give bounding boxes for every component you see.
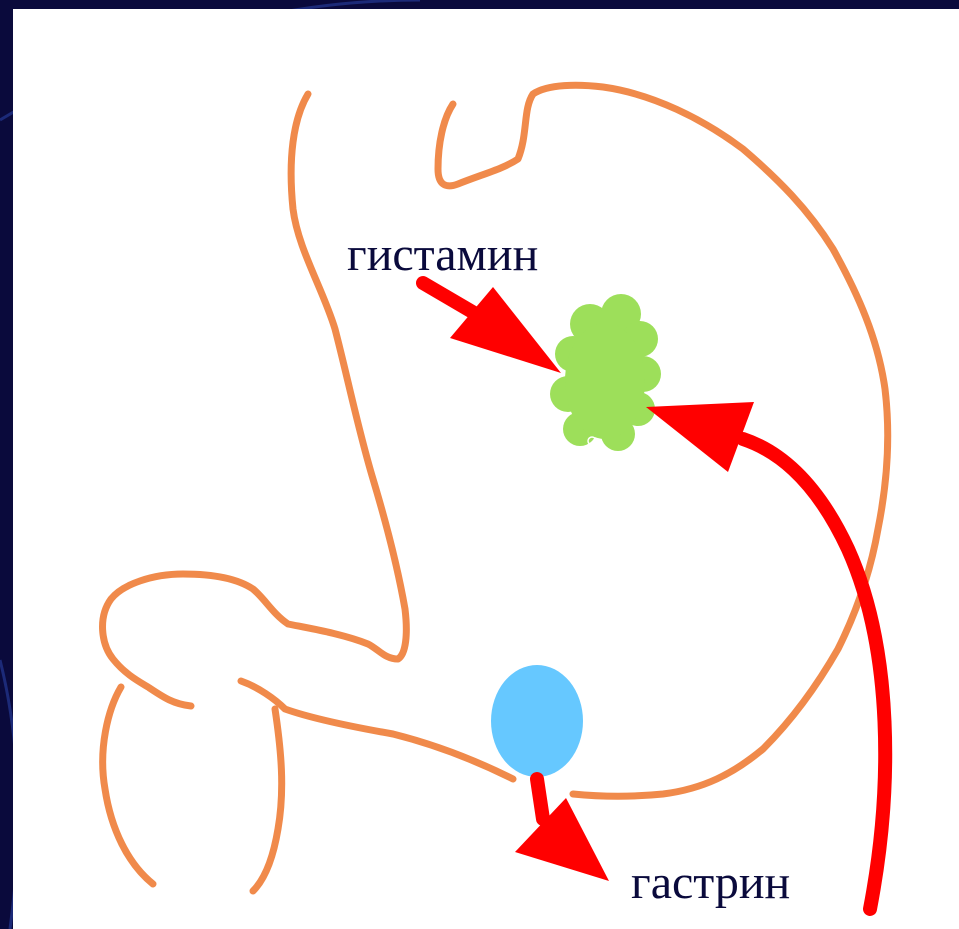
g-cell: [491, 665, 583, 777]
histamine-arrow: [423, 283, 561, 373]
stomach-outline: [103, 94, 407, 706]
duodenum-inner-outline: [253, 709, 282, 891]
parietal-cell: [550, 294, 661, 451]
duodenum-outline: [103, 687, 153, 884]
stomach-diagram: [13, 9, 959, 929]
gastrin-to-parietal-arrow: [646, 402, 885, 909]
gastrin-label: гастрин: [631, 859, 790, 907]
histamine-label: гистамин: [347, 231, 538, 279]
diagram-canvas: гистамин гастрин: [13, 9, 959, 929]
